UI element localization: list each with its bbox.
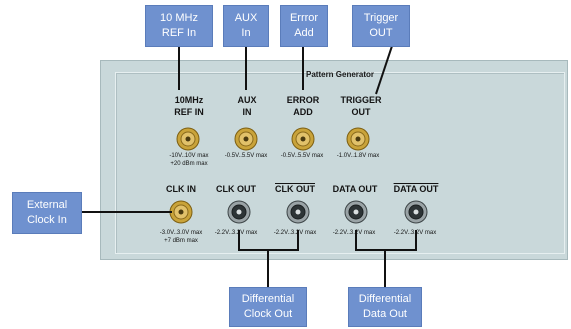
diff-clock-bracket-right [297,230,299,250]
aux-in-spec: -0.5V..5.5V max [224,153,268,159]
diff-clock-leader-line [267,249,269,289]
clk-out-spec: -2.2V..3.2V max [214,230,258,236]
data-out-bar-connector-icon [404,200,428,224]
data-out-connector-icon [344,200,368,224]
clk-in-spec: -3.0V..3.0V max +7 dBm max [159,230,203,244]
data-out-bar-spec: -2.2V..3.2V max [393,230,437,236]
callout-trigger-out: Trigger OUT [352,5,410,47]
aux-in-label: AUX IN [237,95,257,117]
clk-in-connector-icon [169,200,193,224]
clk-out-bar-label: CLK OUT [275,184,315,194]
aux-in-leader-line [245,45,247,90]
callout-external-clock-in: External Clock In [12,192,82,234]
data-out-spec: -2.2V..3.2V max [332,230,376,236]
diff-data-bracket-left [355,230,357,250]
diff-data-leader-line [384,249,386,289]
trigger-out-label: TRIGGER OUT [340,95,382,117]
panel-title: Pattern Generator [306,70,375,79]
instrument-panel [100,60,568,260]
external-clock-leader-line [80,211,172,213]
clk-out-bar-spec: -2.2V..3.2V max [273,230,317,236]
ref-in-connector-icon [176,127,200,151]
clk-in-label: CLK IN [166,184,196,194]
error-add-leader-line [302,45,304,90]
error-add-connector-icon [291,127,315,151]
diff-data-bracket-right [415,230,417,250]
clk-out-connector-icon [227,200,251,224]
panel-inset [115,72,565,254]
trigger-out-spec: -1.0V..1.8V max [336,153,380,159]
ref-in-spec: -10V..10V max +20 dBm max [169,153,209,167]
aux-in-connector-icon [234,127,258,151]
ref-in-leader-line [178,45,180,90]
ref-in-label: 10MHz REF IN [174,95,204,117]
trigger-out-connector-icon [346,127,370,151]
clk-out-label: CLK OUT [216,184,256,194]
callout-aux-in: AUX In [223,5,269,47]
data-out-bar-label: DATA OUT [393,184,439,194]
callout-differential-data-out: Differential Data Out [348,287,422,327]
diff-data-bracket-bar [355,249,417,251]
error-add-spec: -0.5V..5.5V max [280,153,324,159]
clk-out-bar-connector-icon [286,200,310,224]
diff-clock-bracket-left [238,230,240,250]
data-out-label: DATA OUT [332,184,378,194]
callout-error-add: Errror Add [280,5,328,47]
trigger-out-leader-line [375,45,393,95]
callout-differential-clock-out: Differential Clock Out [229,287,307,327]
callout-10mhz-ref-in: 10 MHz REF In [145,5,213,47]
error-add-label: ERROR ADD [286,95,320,117]
